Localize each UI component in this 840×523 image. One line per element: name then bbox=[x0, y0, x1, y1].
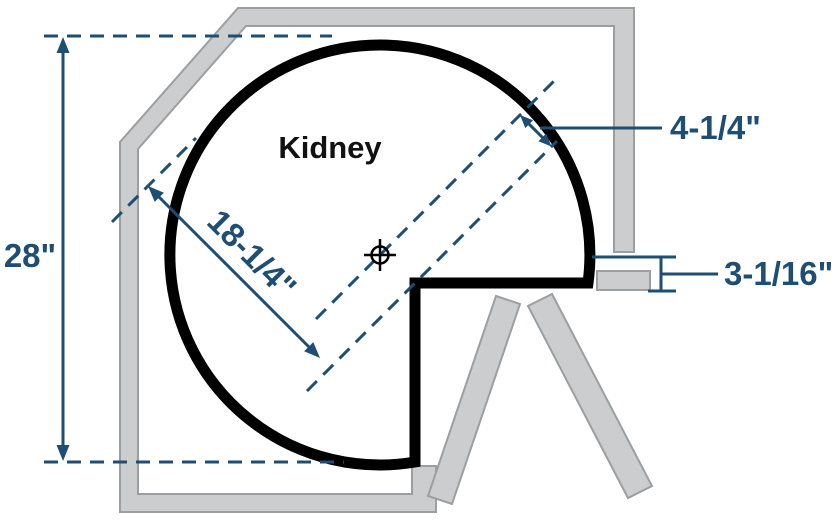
dimension-notch-offset: 4-1/4" bbox=[520, 109, 761, 147]
construction-lines bbox=[44, 34, 559, 464]
tangent-dash-line bbox=[110, 136, 198, 224]
notch-dim-label: 4-1/4" bbox=[670, 109, 761, 146]
arrowhead-up-icon bbox=[56, 37, 70, 53]
door-panel-right bbox=[526, 292, 654, 500]
corner-doors bbox=[426, 292, 654, 506]
arrowhead-downright2-icon bbox=[538, 133, 552, 147]
height-dim-label: 28" bbox=[4, 237, 56, 274]
radius-dim-line bbox=[156, 194, 312, 350]
pivot-crosshair-icon bbox=[364, 239, 396, 271]
cabinet-outline bbox=[119, 7, 651, 513]
dimension-edge-clearance: 3-1/16" bbox=[592, 255, 833, 293]
cabinet-wall-band bbox=[119, 7, 635, 513]
dimension-cabinet-height: 28" bbox=[4, 37, 70, 461]
clearance-dim-label: 3-1/16" bbox=[724, 255, 833, 292]
cabinet-right-sill bbox=[596, 270, 651, 291]
pivot-dash-line bbox=[314, 77, 558, 321]
arrowhead-downright-icon bbox=[304, 342, 320, 358]
door-panel-left bbox=[426, 294, 522, 506]
arrowhead-upleft2-icon bbox=[520, 115, 534, 129]
arrowhead-upleft-icon bbox=[148, 186, 164, 202]
arrowhead-down-icon bbox=[56, 445, 70, 461]
shelf-shape-label: Kidney bbox=[278, 130, 382, 165]
notch-dash-line bbox=[305, 139, 559, 393]
